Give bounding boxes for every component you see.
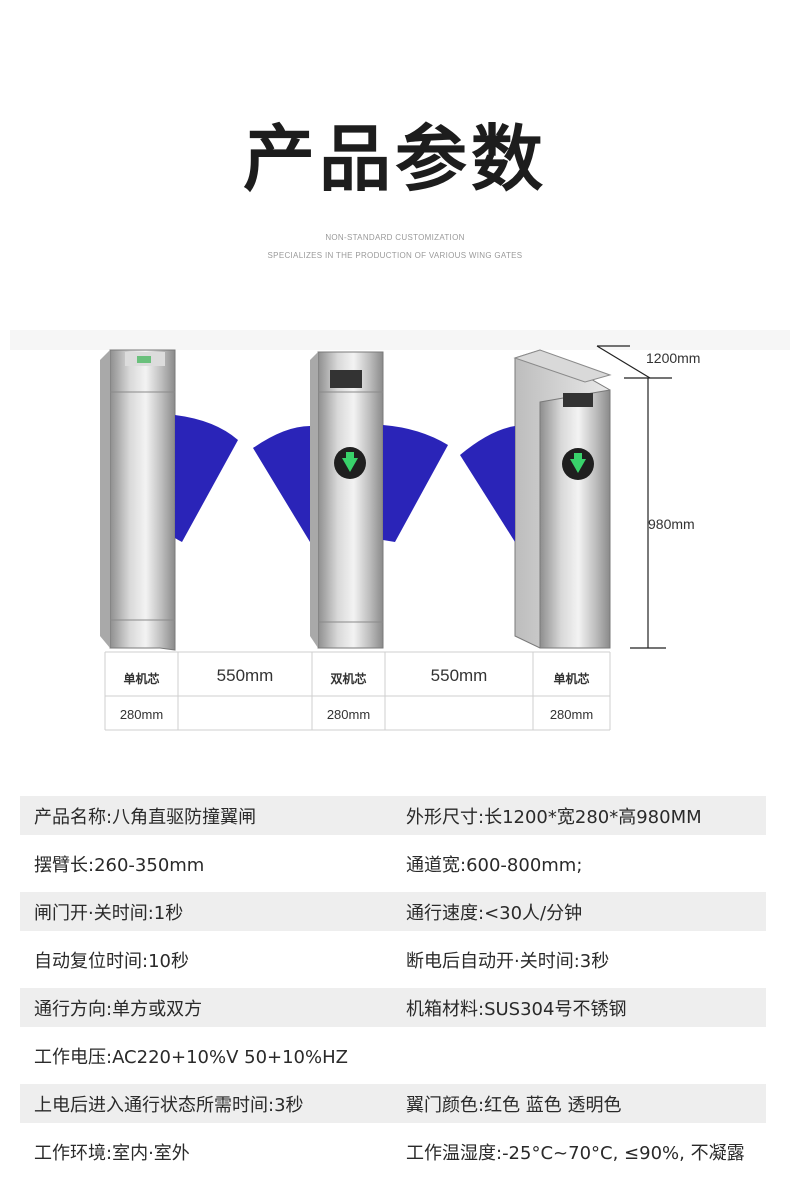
table-cell-single-core-1: 单机芯	[123, 672, 160, 686]
spec-left: 闸门开·关时间:1秒	[34, 902, 184, 924]
table-cell-width-3: 280mm	[549, 707, 594, 722]
spec-left: 产品名称:八角直驱防撞翼闸	[34, 806, 257, 828]
spec-right: 通道宽:600-800mm;	[406, 854, 583, 876]
middle-cabinet	[310, 351, 384, 649]
table-cell-passage-2: 550mm	[430, 666, 488, 685]
turnstile-diagram: 1200mm 980mm 单机芯 550mm 双机芯 550mm 单机芯 280…	[0, 330, 790, 750]
spec-right: 机箱材料:SUS304号不锈钢	[406, 998, 627, 1020]
dim-height-label: 980mm	[648, 516, 695, 532]
spec-row: 摆臂长:260-350mm 通道宽:600-800mm;	[20, 844, 766, 883]
turnstile-illustration	[10, 330, 790, 731]
spec-right: 外形尺寸:长1200*宽280*高980MM	[406, 806, 702, 828]
table-cell-single-core-2: 单机芯	[553, 672, 590, 686]
spec-left: 上电后进入通行状态所需时间:3秒	[34, 1094, 304, 1116]
spec-right: 工作温湿度:-25°C~70°C, ≤90%, 不凝露	[406, 1142, 745, 1164]
spec-right: 通行速度:<30人/分钟	[406, 902, 583, 924]
spec-row: 自动复位时间:10秒 断电后自动开·关时间:3秒	[20, 940, 766, 979]
spec-row: 工作环境:室内·室外 工作温湿度:-25°C~70°C, ≤90%, 不凝露	[20, 1132, 766, 1171]
table-cell-width-2: 280mm	[326, 707, 371, 722]
dimension-table	[104, 651, 611, 731]
left-wing	[175, 415, 238, 542]
spec-table: 产品名称:八角直驱防撞翼闸 外形尺寸:长1200*宽280*高980MM 摆臂长…	[20, 796, 766, 1180]
right-cabinet	[513, 349, 612, 649]
spec-row: 通行方向:单方或双方 机箱材料:SUS304号不锈钢	[20, 988, 766, 1027]
spec-row: 闸门开·关时间:1秒 通行速度:<30人/分钟	[20, 892, 766, 931]
left-cabinet	[100, 349, 176, 651]
middle-left-wing	[253, 426, 310, 542]
dim-length-label: 1200mm	[646, 350, 701, 366]
spec-left: 工作环境:室内·室外	[34, 1142, 190, 1164]
subtitle-line-2: SPECIALIZES IN THE PRODUCTION OF VARIOUS…	[267, 251, 523, 260]
subtitle-line-1: NON-STANDARD CUSTOMIZATION	[325, 233, 465, 242]
spec-left: 自动复位时间:10秒	[34, 950, 189, 972]
table-cell-width-1: 280mm	[119, 707, 164, 722]
spec-row: 产品名称:八角直驱防撞翼闸 外形尺寸:长1200*宽280*高980MM	[20, 796, 766, 835]
spec-left: 通行方向:单方或双方	[34, 998, 203, 1020]
right-wing	[460, 426, 515, 542]
table-cell-passage-1: 550mm	[216, 666, 274, 685]
middle-right-wing	[383, 425, 448, 542]
spec-left: 摆臂长:260-350mm	[34, 854, 205, 876]
dimension-lines	[596, 345, 672, 649]
page-title: 产品参数	[242, 117, 547, 201]
spec-right: 翼门颜色:红色 蓝色 透明色	[406, 1094, 622, 1116]
spec-right: 断电后自动开·关时间:3秒	[406, 950, 610, 972]
spec-row: 工作电压:AC220+10%V 50+10%HZ	[20, 1036, 766, 1075]
table-cell-double-core: 双机芯	[330, 672, 367, 686]
spec-row: 上电后进入通行状态所需时间:3秒 翼门颜色:红色 蓝色 透明色	[20, 1084, 766, 1123]
spec-left: 工作电压:AC220+10%V 50+10%HZ	[34, 1046, 348, 1068]
